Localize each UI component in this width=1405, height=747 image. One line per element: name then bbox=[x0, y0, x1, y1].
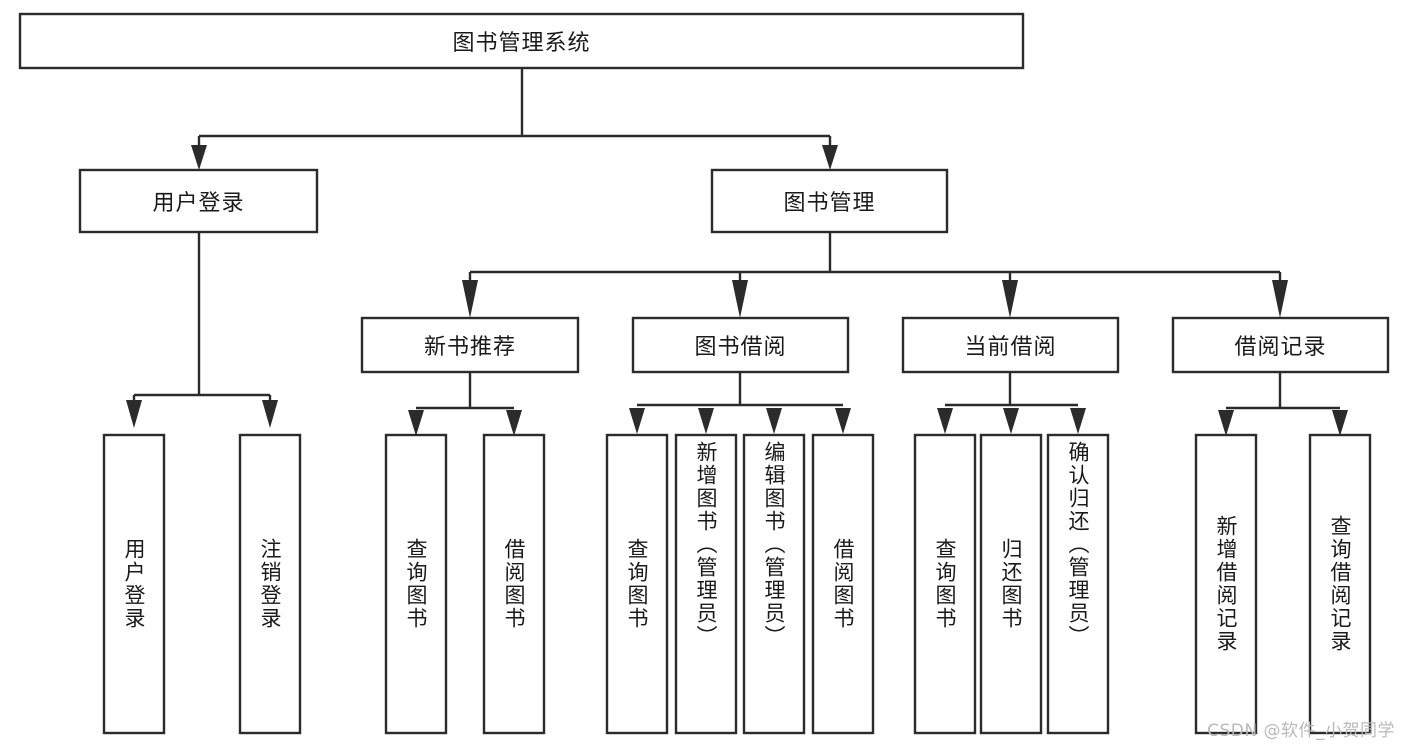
node-box-borrow-records[interactable] bbox=[1171, 316, 1390, 374]
connector-group-borrow-records bbox=[1218, 372, 1348, 436]
arrowhead-book-borrow-leaf-1 bbox=[698, 408, 714, 434]
node-box-leaf-borrow-records-1[interactable] bbox=[1308, 433, 1372, 735]
arrowhead-book-borrow-leaf-2 bbox=[766, 408, 782, 434]
node-box-leaf-borrow-records-0[interactable] bbox=[1194, 433, 1258, 735]
connector-group-user-login bbox=[126, 232, 278, 428]
node-box-leaf-book-borrow-0[interactable] bbox=[605, 433, 669, 735]
node-box-book-manage[interactable] bbox=[710, 168, 949, 234]
arrowhead-book-borrow-leaf-0 bbox=[629, 408, 645, 434]
arrowhead-borrow-records-leaf-0 bbox=[1218, 410, 1234, 436]
node-box-leaf-user-login-0[interactable] bbox=[102, 433, 166, 735]
node-box-leaf-current-borrow-1[interactable] bbox=[979, 433, 1043, 735]
node-box-user-login[interactable] bbox=[78, 168, 319, 234]
node-box-leaf-new-book-1[interactable] bbox=[482, 433, 546, 735]
arrowhead-bm-to-borrow-records bbox=[1272, 280, 1288, 318]
arrowhead-root-to-user-login bbox=[191, 145, 207, 170]
node-box-leaf-book-borrow-2[interactable] bbox=[742, 433, 806, 735]
node-box-current-borrow[interactable] bbox=[901, 316, 1120, 374]
node-box-leaf-book-borrow-1[interactable] bbox=[674, 433, 738, 735]
node-box-root[interactable] bbox=[18, 12, 1025, 70]
node-box-leaf-user-login-1[interactable] bbox=[238, 433, 302, 735]
node-box-leaf-current-borrow-0[interactable] bbox=[913, 433, 977, 735]
node-box-new-book-recommend[interactable] bbox=[360, 316, 580, 374]
node-box-leaf-current-borrow-2[interactable] bbox=[1046, 433, 1110, 735]
node-box-leaf-new-book-0[interactable] bbox=[384, 433, 448, 735]
arrowhead-borrow-records-leaf-1 bbox=[1332, 410, 1348, 436]
node-box-leaf-book-borrow-3[interactable] bbox=[811, 433, 875, 735]
connector-group-new-book bbox=[408, 372, 522, 436]
arrowhead-bm-to-book-borrow bbox=[732, 280, 748, 318]
node-box-book-borrow[interactable] bbox=[631, 316, 850, 374]
arrowhead-current-borrow-leaf-0 bbox=[937, 408, 953, 434]
connector-group-book-borrow bbox=[629, 372, 851, 434]
arrowhead-current-borrow-leaf-1 bbox=[1003, 408, 1019, 434]
arrowhead-book-borrow-leaf-3 bbox=[835, 408, 851, 434]
arrowhead-new-book-leaf-1 bbox=[506, 410, 522, 436]
connector-group-root bbox=[191, 68, 838, 170]
arrowhead-bm-to-new-book bbox=[462, 280, 478, 318]
connector-group-current-borrow bbox=[937, 372, 1086, 434]
arrowhead-root-to-book-manage bbox=[822, 145, 838, 170]
arrowhead-bm-to-current-borrow bbox=[1002, 280, 1018, 318]
arrowhead-new-book-leaf-0 bbox=[408, 410, 424, 436]
arrowhead-user-login-leaf-0 bbox=[126, 400, 142, 428]
arrowhead-user-login-leaf-1 bbox=[262, 400, 278, 428]
arrowhead-current-borrow-leaf-2 bbox=[1070, 408, 1086, 434]
connector-group-book-manage bbox=[462, 232, 1288, 318]
